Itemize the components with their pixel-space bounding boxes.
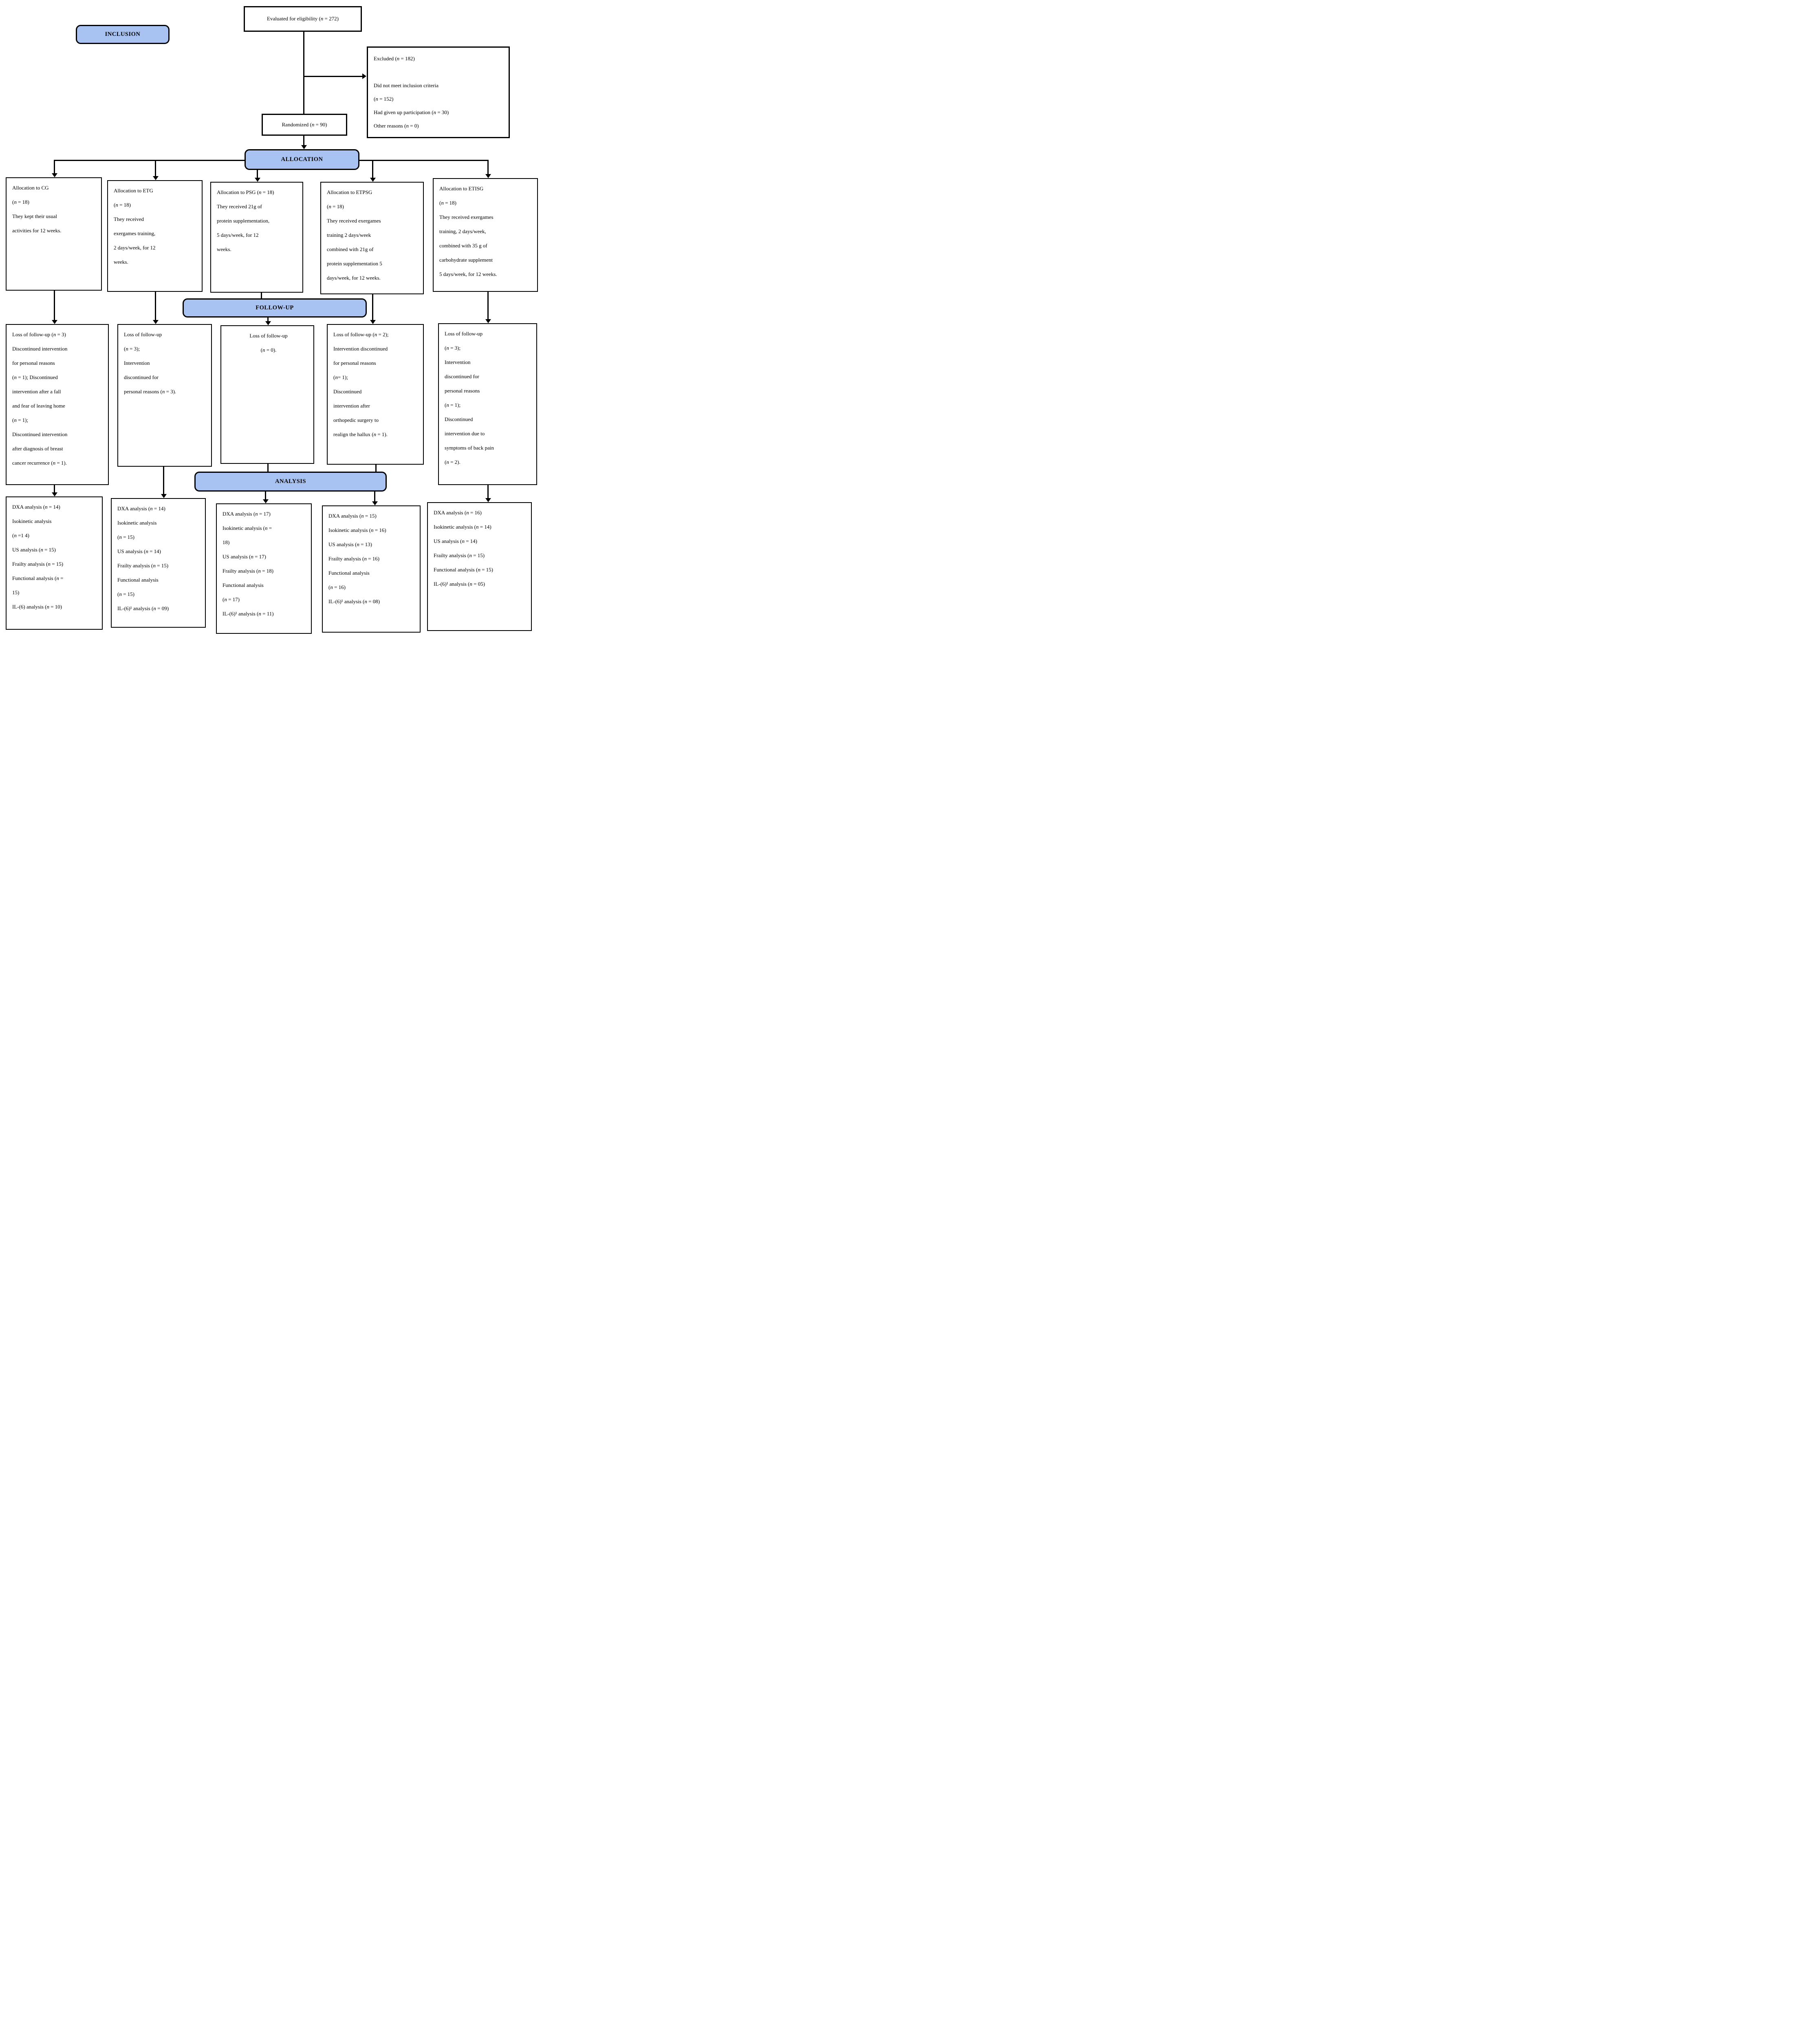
connector-to-excluded	[303, 76, 363, 77]
arrowhead-an-cg-icon	[52, 492, 57, 496]
analysis-box-psg-text: DXA analysis (n = 17) Isokinetic analysi…	[223, 511, 274, 617]
arrowhead-fu-etg-icon	[153, 320, 159, 324]
analysis-box-etisg: DXA analysis (n = 16) Isokinetic analysi…	[427, 502, 532, 631]
allocation-box-cg: Allocation to CG (n = 18) They kept thei…	[6, 177, 102, 291]
connector-etpsg-followup	[372, 294, 373, 320]
arrowhead-an-etisg-icon	[485, 498, 491, 502]
arrowhead-allocation-icon	[301, 145, 307, 149]
connector-etg-analysis	[163, 467, 164, 494]
connector-allocation-etg	[155, 160, 156, 176]
arrowhead-fu-etpsg-icon	[370, 320, 376, 324]
analysis-box-etisg-text: DXA analysis (n = 16) Isokinetic analysi…	[434, 510, 493, 587]
followup-box-cg-text: Loss of follow-up (n = 3) Discontinued i…	[12, 331, 68, 466]
analysis-box-etpsg-text: DXA analysis (n = 15) Isokinetic analysi…	[328, 513, 386, 604]
followup-box-etisg-text: Loss of follow-up (n = 3); Intervention …	[445, 331, 494, 465]
connector-analysis-banner-psg	[265, 492, 266, 500]
allocation-box-psg-text: Allocation to PSG (n = 18) They received…	[217, 189, 274, 252]
consort-flow-diagram: Evaluated for eligibility (n = 272) INCL…	[0, 0, 546, 638]
inclusion-banner-label: INCLUSION	[105, 31, 141, 37]
connector-psg-followup-banner	[261, 293, 262, 298]
allocation-box-etg: Allocation to ETG (n = 18) They received…	[107, 180, 203, 292]
randomized-text: Randomized (n = 90)	[282, 121, 327, 128]
arrowhead-fu-psg-icon	[265, 321, 271, 325]
connector-psg-analysis-banner	[267, 464, 269, 472]
analysis-box-psg: DXA analysis (n = 17) Isokinetic analysi…	[216, 503, 312, 634]
connector-etpsg-analysis-banner	[375, 465, 377, 472]
allocation-banner: ALLOCATION	[245, 149, 359, 170]
connector-allocation-psg	[257, 170, 258, 178]
arrowhead-alloc-psg-icon	[255, 178, 260, 182]
connector-allocation-etisg	[487, 160, 489, 174]
allocation-box-etg-text: Allocation to ETG (n = 18) They received…	[114, 187, 156, 265]
connector-cg-analysis	[54, 485, 55, 493]
randomized-box: Randomized (n = 90)	[262, 114, 347, 136]
connector-allocation-cg	[54, 160, 55, 173]
arrowhead-excluded-icon	[362, 73, 366, 79]
followup-box-etisg: Loss of follow-up (n = 3); Intervention …	[438, 323, 537, 485]
connector-analysis-banner-etpsg	[374, 492, 375, 502]
allocation-box-etpsg-text: Allocation to ETPSG (n = 18) They receiv…	[327, 189, 382, 281]
allocation-distribution-line-left	[54, 160, 245, 161]
excluded-text: Excluded (n = 182) Did not meet inclusio…	[374, 55, 449, 129]
connector-followup-banner-psg	[267, 318, 269, 322]
followup-banner: FOLLOW-UP	[183, 298, 367, 318]
arrowhead-alloc-etg-icon	[153, 176, 159, 180]
arrowhead-an-etg-icon	[161, 494, 167, 498]
allocation-box-etpsg: Allocation to ETPSG (n = 18) They receiv…	[320, 182, 424, 294]
followup-box-psg-text: Loss of follow-up (n = 0).	[249, 333, 288, 353]
connector-etisg-followup	[487, 292, 489, 320]
analysis-box-etg: DXA analysis (n = 14) Isokinetic analysi…	[111, 498, 206, 628]
followup-box-etg-text: Loss of follow-up (n = 3); Intervention …	[124, 331, 176, 395]
arrowhead-alloc-etpsg-icon	[370, 178, 376, 182]
arrowhead-fu-cg-icon	[52, 320, 57, 324]
followup-box-psg: Loss of follow-up (n = 0).	[220, 325, 314, 464]
analysis-box-cg: DXA analysis (n = 14) Isokinetic analysi…	[6, 496, 103, 630]
analysis-box-etg-text: DXA analysis (n = 14) Isokinetic analysi…	[117, 505, 169, 611]
arrowhead-alloc-etisg-icon	[485, 174, 491, 178]
followup-banner-label: FOLLOW-UP	[256, 304, 294, 311]
arrowhead-alloc-cg-icon	[52, 173, 57, 177]
allocation-box-etisg-text: Allocation to ETISG (n = 18) They receiv…	[439, 185, 497, 277]
analysis-box-cg-text: DXA analysis (n = 14) Isokinetic analysi…	[12, 504, 64, 610]
followup-box-etg: Loss of follow-up (n = 3); Intervention …	[117, 324, 212, 467]
followup-box-etpsg-text: Loss of follow-up (n = 2); Intervention …	[333, 331, 389, 437]
followup-box-etpsg: Loss of follow-up (n = 2); Intervention …	[327, 324, 424, 465]
allocation-box-psg: Allocation to PSG (n = 18) They received…	[210, 182, 303, 293]
connector-etisg-analysis	[487, 485, 489, 498]
analysis-box-etpsg: DXA analysis (n = 15) Isokinetic analysi…	[322, 505, 421, 633]
evaluated-for-eligibility-box: Evaluated for eligibility (n = 272)	[244, 6, 362, 32]
excluded-box: Excluded (n = 182) Did not meet inclusio…	[367, 46, 510, 138]
inclusion-banner: INCLUSION	[76, 25, 170, 44]
arrowhead-an-etpsg-icon	[372, 501, 378, 505]
allocation-banner-label: ALLOCATION	[281, 156, 323, 163]
allocation-distribution-line-right	[359, 160, 487, 161]
followup-box-cg: Loss of follow-up (n = 3) Discontinued i…	[6, 324, 109, 485]
analysis-banner-label: ANALYSIS	[275, 478, 306, 485]
connector-randomized-to-allocation	[303, 136, 304, 146]
allocation-box-etisg: Allocation to ETISG (n = 18) They receiv…	[433, 178, 538, 292]
connector-allocation-etpsg	[372, 160, 373, 178]
analysis-banner: ANALYSIS	[194, 472, 387, 492]
connector-etg-followup	[155, 292, 156, 320]
connector-eligibility-to-randomized	[303, 32, 304, 114]
evaluated-for-eligibility-text: Evaluated for eligibility (n = 272)	[267, 15, 339, 22]
arrowhead-fu-etisg-icon	[485, 319, 491, 323]
arrowhead-an-psg-icon	[263, 499, 269, 503]
connector-cg-followup	[54, 291, 55, 320]
allocation-box-cg-text: Allocation to CG (n = 18) They kept thei…	[12, 185, 62, 234]
